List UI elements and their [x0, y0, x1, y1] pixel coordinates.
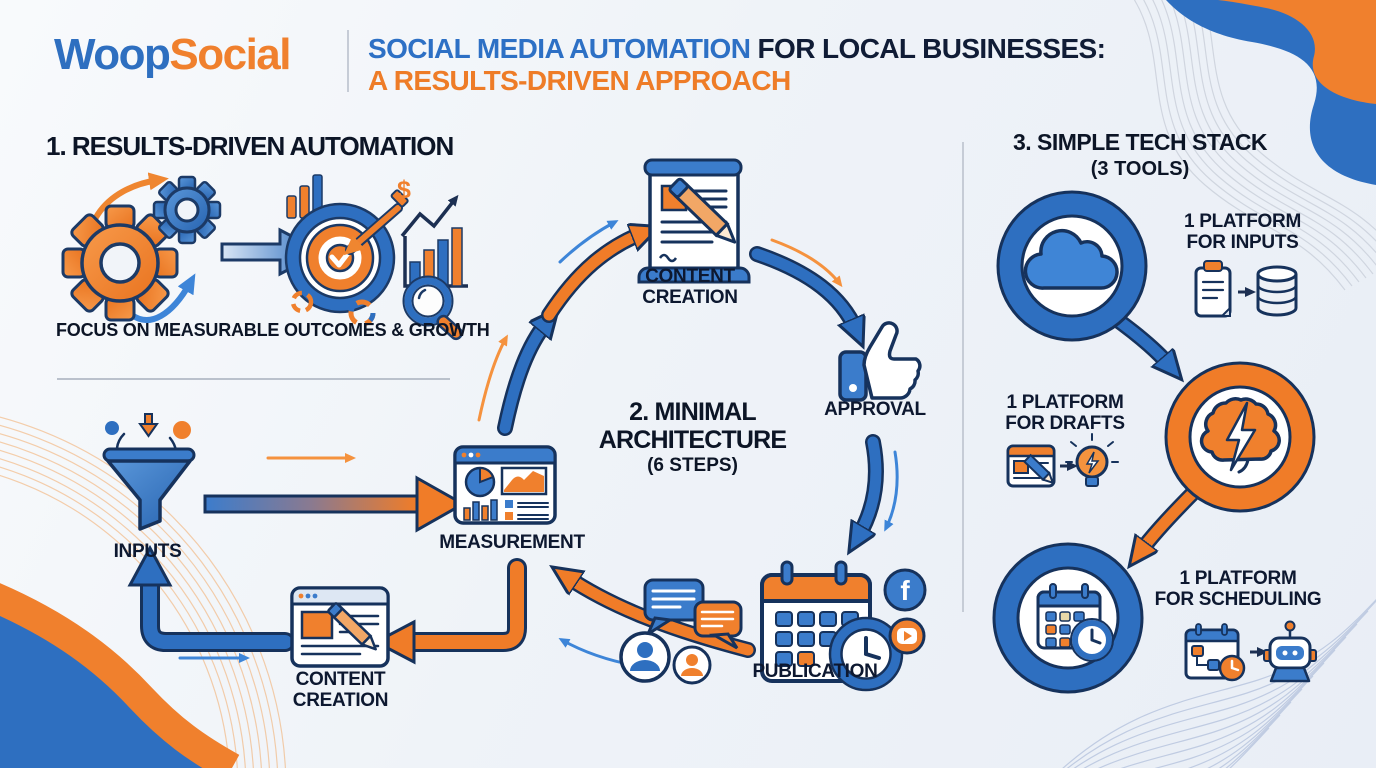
- label-publication: PUBLICATION: [752, 661, 878, 682]
- content-creation-browser-icon: [290, 586, 390, 668]
- section1-divider: [57, 378, 450, 380]
- measurement-dashboard-icon: [453, 445, 557, 525]
- page-title: SOCIAL MEDIA AUTOMATION FOR LOCAL BUSINE…: [368, 33, 1106, 98]
- growth-target-icon: [284, 174, 409, 327]
- flow-arrows: [127, 220, 899, 670]
- section2-heading: 2. MINIMAL ARCHITECTURE (6 STEPS): [575, 398, 810, 476]
- decor-bottomright-waves: [1062, 598, 1376, 768]
- robot-icon: [1263, 620, 1317, 683]
- label-platform-drafts: 1 PLATFORM FOR DRAFTS: [1005, 392, 1125, 435]
- logo-part-1: Woop: [54, 30, 171, 79]
- decor-bottomleft-blob: [0, 583, 240, 768]
- magnifier-icon: [402, 275, 463, 341]
- label-approval: APPROVAL: [824, 399, 926, 420]
- label-inputs: INPUTS: [113, 541, 182, 562]
- title-line-2: A RESULTS-DRIVEN APPROACH: [368, 65, 791, 97]
- brain-icon: [1164, 361, 1316, 513]
- section3-divider: [962, 142, 964, 612]
- publication-calendar-icon: [760, 560, 904, 692]
- decor-topright-waves: [1133, 0, 1376, 291]
- header-divider: [347, 30, 349, 92]
- engagement-chat-icon: [619, 578, 743, 685]
- section1-caption: FOCUS ON MEASURABLE OUTCOMES & GROWTH: [56, 320, 490, 340]
- content-creation-doc-icon: [637, 158, 751, 284]
- section1-heading: 1. RESULTS-DRIVEN AUTOMATION: [46, 131, 454, 161]
- cloud-icon: [996, 190, 1148, 342]
- label-content-creation-top: CONTENT CREATION: [642, 266, 738, 309]
- logo: WoopSocial: [54, 30, 291, 80]
- facebook-icon: f: [883, 568, 927, 612]
- bar-chart-icon: $: [397, 176, 468, 288]
- section3-heading: 3. SIMPLE TECH STACK: [1012, 129, 1268, 155]
- inputs-funnel-icon: [102, 413, 196, 531]
- label-platform-inputs: 1 PLATFORM FOR INPUTS: [1184, 211, 1301, 254]
- gantt-calendar-icon: [1184, 623, 1268, 682]
- lightbulb-icon: [1065, 433, 1119, 487]
- label-content-creation-bottom: CONTENT CREATION: [292, 669, 389, 712]
- database-icon: [1256, 265, 1298, 317]
- logo-part-2: Social: [169, 30, 291, 79]
- scheduling-calendar-icon: [992, 542, 1144, 694]
- decor-topright-blob: [1166, 0, 1376, 185]
- label-measurement: MEASUREMENT: [439, 532, 585, 553]
- title-line-1: SOCIAL MEDIA AUTOMATION FOR LOCAL BUSINE…: [368, 33, 1106, 64]
- svg-text:$: $: [397, 176, 411, 204]
- svg-text:f: f: [900, 575, 910, 606]
- automation-gears-icon: [61, 172, 326, 323]
- approval-thumbs-up-icon: [838, 321, 922, 402]
- section2-subheading: (6 STEPS): [647, 454, 738, 476]
- clipboard-icon: [1194, 260, 1256, 318]
- draft-editor-icon: [1006, 444, 1078, 488]
- youtube-icon: [888, 617, 926, 655]
- label-platform-scheduling: 1 PLATFORM FOR SCHEDULING: [1154, 568, 1322, 611]
- section3-subheading: (3 TOOLS): [1090, 158, 1190, 180]
